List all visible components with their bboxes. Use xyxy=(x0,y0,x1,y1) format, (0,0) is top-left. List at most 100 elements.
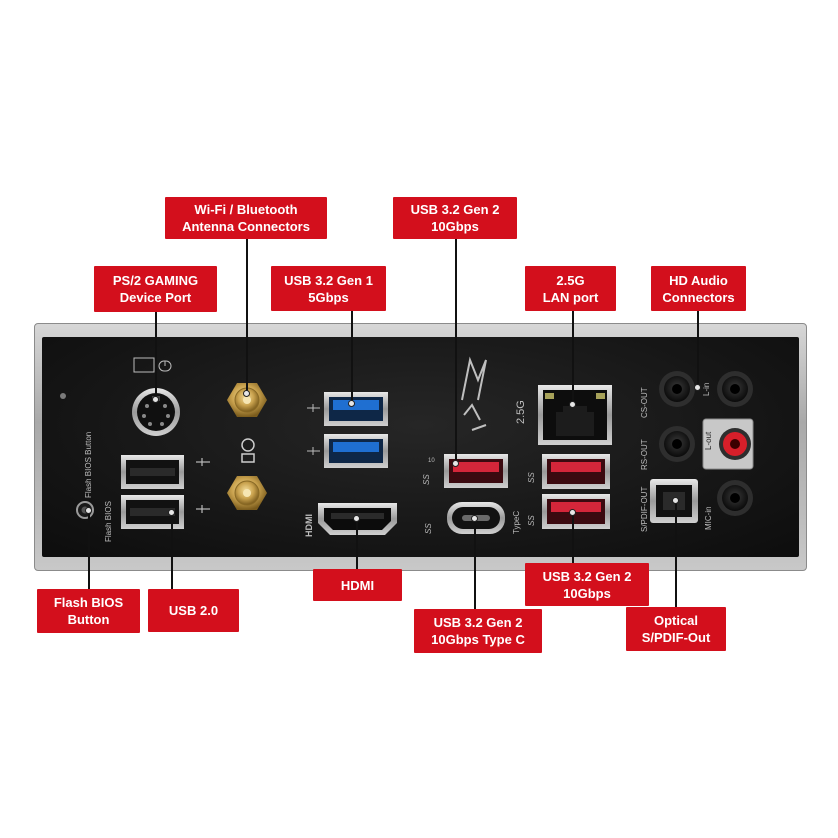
usb-3-2-gen2-port-right-2[interactable] xyxy=(542,494,610,529)
usb-3-2-gen2-port-right-1[interactable] xyxy=(542,454,610,489)
typec-text: TypeC xyxy=(512,510,521,534)
usb-icon xyxy=(196,505,210,513)
usb-icon xyxy=(196,458,210,466)
callout-flash-bios: Flash BIOS Button xyxy=(37,589,140,633)
leader-line-wifi xyxy=(246,237,248,392)
mouse-icon xyxy=(158,360,172,372)
callout-line: Device Port xyxy=(119,290,192,305)
callout-line: HDMI xyxy=(340,577,375,593)
callout-optical-spdif: Optical S/PDIF-Out xyxy=(626,607,726,651)
wifi6-logo xyxy=(241,438,255,463)
leader-dot xyxy=(452,460,459,467)
leader-line-usb20 xyxy=(171,512,173,590)
callout-line: Wi-Fi / Bluetooth xyxy=(194,202,298,217)
leader-dot xyxy=(471,515,478,522)
line-in-label: L-in xyxy=(702,382,711,396)
leader-dot xyxy=(152,396,159,403)
leader-line-audio xyxy=(697,309,699,387)
callout-line: Button xyxy=(67,612,110,627)
leader-dot xyxy=(168,509,175,516)
shield-screw-hole xyxy=(60,393,66,399)
usb-3-2-gen1-port-1[interactable] xyxy=(324,392,388,426)
mag-logo xyxy=(461,356,487,431)
ss-label: SS xyxy=(424,523,433,534)
keyboard-icon xyxy=(133,357,155,373)
flash-bios-text: Flash BIOS xyxy=(104,501,113,542)
leader-line-flashbios xyxy=(88,510,90,590)
audio-jack-line-out[interactable] xyxy=(702,418,754,470)
callout-line: Flash BIOS xyxy=(53,595,124,610)
audio-jack-mic-in[interactable] xyxy=(717,480,753,516)
callout-line: USB 2.0 xyxy=(168,603,219,618)
gen-10-label: 10 xyxy=(428,458,435,464)
callout-line: USB 3.2 Gen 2 xyxy=(410,202,500,217)
callout-line: 10Gbps Type C xyxy=(431,632,525,647)
callout-usb-type-c: USB 3.2 Gen 2 10Gbps Type C xyxy=(414,609,542,653)
leader-dot xyxy=(569,509,576,516)
usb-2-port-1[interactable] xyxy=(121,455,184,489)
ss-usb-icon xyxy=(307,404,320,455)
wifi-antenna-connector-1[interactable] xyxy=(227,383,267,417)
leader-dot xyxy=(353,515,360,522)
rs-out-label: RS-OUT xyxy=(640,439,649,470)
callout-hdmi: HDMI xyxy=(313,569,402,601)
callout-line: S/PDIF-Out xyxy=(641,630,711,645)
lan-speed-text: 2.5G xyxy=(515,400,527,424)
leader-line-hdmi xyxy=(356,518,358,570)
lan-led-indicator xyxy=(545,393,554,399)
callout-usb-2-0: USB 2.0 xyxy=(148,589,239,632)
callout-line: 2.5G xyxy=(556,272,585,288)
leader-dot xyxy=(85,507,92,514)
cs-out-label: CS-OUT xyxy=(640,387,649,418)
callout-usb-3-2-gen1: USB 3.2 Gen 1 5Gbps xyxy=(271,266,386,311)
callout-line: USB 3.2 Gen 2 xyxy=(433,615,523,630)
callout-line: LAN port xyxy=(542,289,599,305)
spdif-out-label: S/PDIF-OUT xyxy=(640,486,649,532)
callout-line: 10Gbps xyxy=(431,219,479,234)
leader-line-optical xyxy=(675,500,677,608)
leader-dot xyxy=(569,401,576,408)
leader-line-ps2 xyxy=(155,311,157,399)
callout-line: Antenna Connectors xyxy=(182,219,310,234)
leader-line-typec xyxy=(474,518,476,610)
callout-line: 5Gbps xyxy=(308,289,349,305)
flash-bios-button-text: Flash BIOS Button xyxy=(84,431,93,498)
usb-3-2-gen2-port-top[interactable] xyxy=(444,454,508,488)
callout-hd-audio: HD Audio Connectors xyxy=(651,266,746,311)
callout-line: USB 3.2 Gen 2 xyxy=(542,568,632,584)
leader-line-usb32g2-bot xyxy=(572,512,574,564)
callout-line: HD Audio xyxy=(669,272,728,288)
leader-dot xyxy=(348,400,355,407)
callout-wifi-bluetooth: Wi-Fi / Bluetooth Antenna Connectors xyxy=(165,197,327,239)
callout-line: Connectors xyxy=(662,289,735,305)
callout-line: USB 3.2 Gen 1 xyxy=(284,272,373,288)
ss-label: SS xyxy=(527,515,536,526)
callout-line: 10Gbps xyxy=(563,585,611,601)
callout-line: PS/2 GAMING xyxy=(112,273,199,288)
usb-3-2-gen1-port-2[interactable] xyxy=(324,434,388,468)
ss-label: SS xyxy=(527,472,536,483)
mic-in-label: MIC-in xyxy=(704,506,713,530)
callout-usb-3-2-gen2-bottom: USB 3.2 Gen 2 10Gbps xyxy=(525,563,649,606)
wifi-antenna-connector-2[interactable] xyxy=(227,476,267,510)
line-out-label: L-out xyxy=(704,431,713,450)
ss-label: SS xyxy=(422,474,431,485)
leader-dot xyxy=(694,384,701,391)
callout-lan: 2.5G LAN port xyxy=(525,266,616,311)
audio-jack-cs-out[interactable] xyxy=(659,371,695,407)
leader-line-lan xyxy=(572,309,574,404)
lan-port[interactable] xyxy=(538,385,612,445)
leader-line-usb32g1 xyxy=(351,309,353,402)
callout-ps2-gaming: PS/2 GAMING Device Port xyxy=(94,266,217,312)
audio-jack-rs-out[interactable] xyxy=(659,426,695,462)
lan-led-indicator xyxy=(596,393,605,399)
callout-line: Optical xyxy=(653,613,699,628)
callout-usb-3-2-gen2-top: USB 3.2 Gen 2 10Gbps xyxy=(393,197,517,239)
leader-dot xyxy=(672,497,679,504)
hdmi-logo-text: HDMI xyxy=(304,514,314,537)
leader-dot xyxy=(243,390,250,397)
ps2-port[interactable] xyxy=(132,357,180,436)
audio-jack-line-in[interactable] xyxy=(717,371,753,407)
leader-line-usb32g2-top xyxy=(455,238,457,463)
